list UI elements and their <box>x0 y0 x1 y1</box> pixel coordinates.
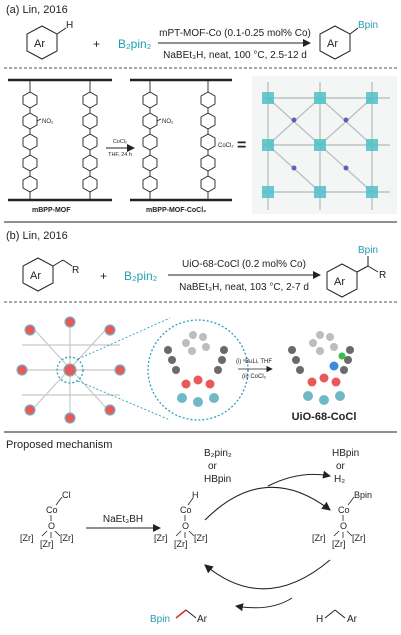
reagent-tl-2: or <box>208 461 218 472</box>
section-b-label: (b) Lin, 2016 <box>6 230 68 242</box>
mbpp-mof-label: mBPP-MOF <box>32 207 71 214</box>
svg-text:[Zr]: [Zr] <box>20 533 34 543</box>
svg-text:[Zr]: [Zr] <box>60 533 74 543</box>
arrow-cocl2-top: CoCl₂ <box>113 139 127 145</box>
equals-sign: = <box>237 137 246 154</box>
mechanism-title: Proposed mechanism <box>6 439 112 451</box>
svg-text:[Zr]: [Zr] <box>40 539 54 549</box>
co-bpin-complex: Bpin Co O [Zr] [Zr] [Zr] <box>312 490 372 549</box>
conditions-a: NaBEt₃H, neat, 100 °C, 2.5-12 d <box>163 50 307 61</box>
b2pin2-b: B₂pin₂ <box>124 269 158 283</box>
svg-text:Co: Co <box>338 505 350 515</box>
product-ar-a: Ar <box>327 38 338 50</box>
reagent-tr-3: H₂ <box>334 474 345 485</box>
step-1: (i) ⁿBuLi, THF <box>236 358 272 365</box>
product-bpin-ar: Bpin Ar <box>150 609 208 625</box>
arrow-cocl2-bottom: THF, 24 h <box>108 152 132 158</box>
substrate-h-ar: H Ar <box>316 609 358 625</box>
co-cl-complex: Cl Co O [Zr] [Zr] [Zr] <box>20 490 74 549</box>
ar-label: Ar <box>34 38 45 50</box>
co-h-complex: H Co O [Zr] [Zr] [Zr] <box>154 490 208 549</box>
svg-text:[Zr]: [Zr] <box>154 533 168 543</box>
no2-mid: NO₂ <box>162 119 174 125</box>
catalytic-arrow-bottom <box>204 559 331 590</box>
svg-text:Bpin: Bpin <box>354 490 372 500</box>
product-bpin-b: Bpin <box>358 245 378 256</box>
catalytic-arrow-top <box>204 486 331 521</box>
cocl2-mid: CoCl₂ <box>218 143 234 149</box>
svg-text:[Zr]: [Zr] <box>174 539 188 549</box>
benzyl-product <box>326 256 379 298</box>
h-label: H <box>66 20 73 31</box>
catalyst-b: UiO-68-CoCl (0.2 mol% Co) <box>182 259 306 270</box>
plus-a: + <box>93 37 100 51</box>
svg-text:O: O <box>182 521 189 531</box>
reagent-tr-2: or <box>336 461 346 472</box>
r-label-b: R <box>72 265 79 276</box>
mbpp-mof-cocl2-structure <box>130 78 232 202</box>
svg-text:Bpin: Bpin <box>150 614 170 625</box>
svg-text:Co: Co <box>46 505 58 515</box>
svg-text:Ar: Ar <box>197 614 208 625</box>
conditions-b: NaBEt₃H, neat, 103 °C, 2-7 d <box>179 282 309 293</box>
product-r-b: R <box>379 270 386 281</box>
svg-text:[Zr]: [Zr] <box>194 533 208 543</box>
product-arrow <box>235 597 293 612</box>
catalyst-a: mPT-MOF-Co (0.1-0.25 mol% Co) <box>159 28 311 39</box>
no2-left: NO₂ <box>42 119 54 125</box>
uio68-cocl-label: UiO-68-CoCl <box>292 411 357 423</box>
product-ar-b: Ar <box>334 276 345 288</box>
svg-text:Cl: Cl <box>62 490 71 500</box>
reagent-tr-1: HBpin <box>332 448 359 459</box>
mof-3d-render <box>252 76 397 214</box>
svg-text:O: O <box>48 521 55 531</box>
svg-text:[Zr]: [Zr] <box>332 539 346 549</box>
reagent-tl-3: HBpin <box>204 474 231 485</box>
ar-label-b: Ar <box>30 270 41 282</box>
uio68-cocl-node <box>288 331 354 405</box>
uio68-zoom-node <box>147 319 249 421</box>
svg-text:H: H <box>192 490 199 500</box>
reagent-tl-1: B₂pin₂ <box>204 448 232 459</box>
mbpp-mof-structure <box>8 78 112 202</box>
svg-text:H: H <box>316 614 323 625</box>
svg-text:Ar: Ar <box>347 614 358 625</box>
plus-b: + <box>100 269 107 283</box>
benzyl-substrate <box>22 257 73 292</box>
byproduct-arrow <box>267 470 331 487</box>
section-a-label: (a) Lin, 2016 <box>6 4 68 16</box>
svg-text:Co: Co <box>180 505 192 515</box>
product-bpin-a: Bpin <box>358 20 378 31</box>
uio68-lattice-render <box>16 316 126 424</box>
step-2: (ii) CoCl₂ <box>242 374 267 380</box>
svg-text:O: O <box>340 521 347 531</box>
mbpp-mof-cocl2-label: mBPP-MOF-CoCl₂ <box>146 207 206 214</box>
b2pin2-a: B₂pin₂ <box>118 37 152 51</box>
svg-text:[Zr]: [Zr] <box>312 533 326 543</box>
arrow-naet3bh-label: NaEt₃BH <box>103 514 143 525</box>
svg-text:[Zr]: [Zr] <box>352 533 366 543</box>
